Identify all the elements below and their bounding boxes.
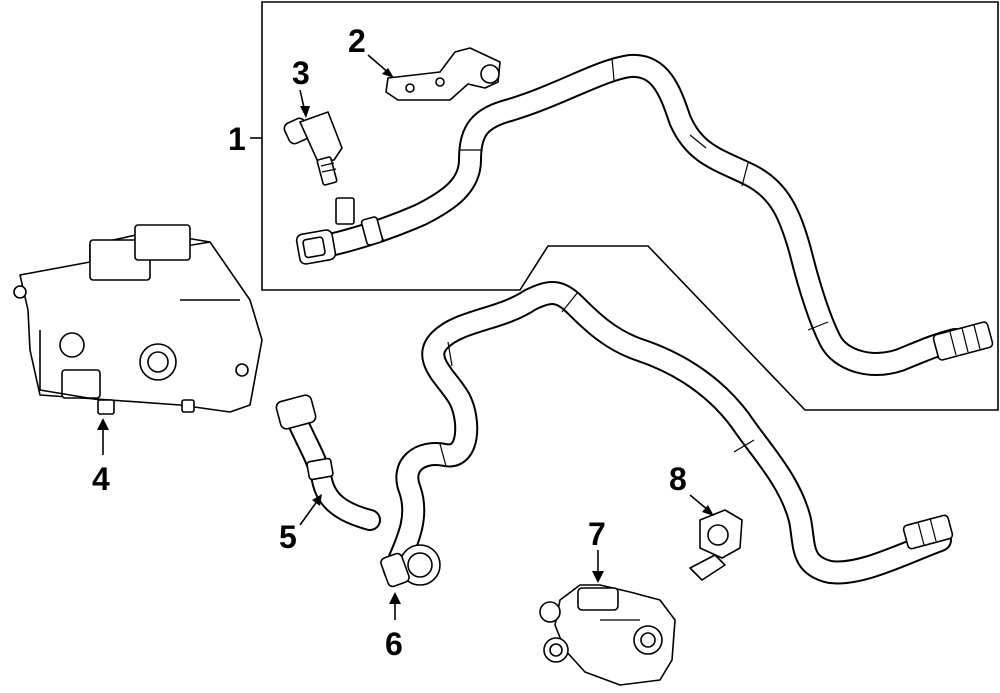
callout-5: 5	[279, 519, 297, 555]
callout-6: 6	[385, 626, 403, 662]
part-1-frame	[261, 1, 999, 411]
callout-7: 7	[588, 516, 606, 552]
callout-2: 2	[348, 23, 366, 59]
pump-module-part-4[interactable]	[13, 224, 263, 415]
connector-part-8[interactable]	[689, 509, 743, 581]
sensor-part-3[interactable]	[282, 111, 343, 186]
leader-lines	[97, 54, 714, 620]
hose-part-5[interactable]	[275, 394, 381, 531]
bracket-part-2[interactable]	[385, 47, 501, 101]
upper-hose[interactable]	[295, 53, 994, 376]
callout-8: 8	[669, 461, 687, 497]
callout-3: 3	[292, 55, 310, 91]
callout-4: 4	[92, 461, 110, 497]
callout-1: 1	[228, 121, 246, 157]
lower-hose[interactable]	[380, 281, 954, 588]
thermostat-housing-part-7[interactable]	[539, 584, 676, 686]
